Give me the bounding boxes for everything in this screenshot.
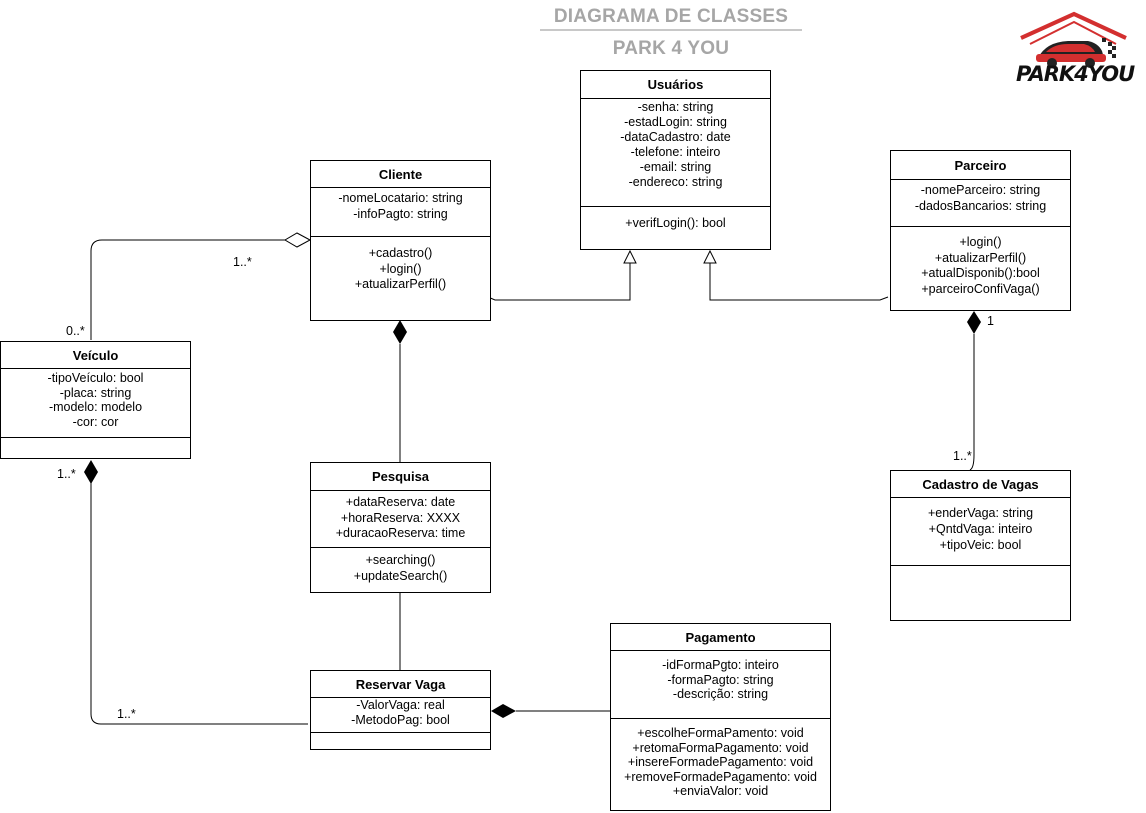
parceiro-cadastro-composition bbox=[969, 334, 975, 471]
attribute: -descrição: string bbox=[672, 687, 769, 701]
attribute: -infoPagto: string bbox=[353, 207, 448, 221]
class-pagamento-operations: +escolheFormaPamento: void +retomaFormaP… bbox=[611, 718, 830, 799]
operation: +removeFormadePagamento: void bbox=[624, 769, 817, 784]
class-pesquisa[interactable]: Pesquisa +dataReserva: date +horaReserva… bbox=[310, 462, 491, 593]
multiplicity-label: 1 bbox=[987, 314, 994, 328]
attribute: -placa: string bbox=[59, 385, 132, 400]
attribute: +enderVaga: string bbox=[927, 506, 1034, 520]
class-parceiro-operations: +login() +atualizarPerfil() +atualDispon… bbox=[891, 226, 1070, 297]
class-veiculo[interactable]: Veículo -tipoVeículo: bool -placa: strin… bbox=[0, 341, 191, 459]
attribute: -idFormaPgto: inteiro bbox=[662, 658, 779, 672]
class-cadastro-de-vagas[interactable]: Cadastro de Vagas +enderVaga: string +Qn… bbox=[890, 470, 1071, 621]
class-pesquisa-name: Pesquisa bbox=[311, 463, 490, 491]
multiplicity-label: 1..* bbox=[233, 255, 252, 269]
attribute: -nomeLocatario: string bbox=[338, 191, 463, 205]
class-veiculo-operations bbox=[1, 437, 190, 438]
operation: +login() bbox=[959, 235, 1002, 249]
generalization-arrowhead-parceiro bbox=[703, 249, 717, 264]
multiplicity-label: 1..* bbox=[57, 467, 76, 481]
class-reservar-vaga-operations bbox=[311, 732, 490, 733]
attribute: -modelo: modelo bbox=[48, 400, 143, 414]
attribute: -dadosBancarios: string bbox=[914, 199, 1047, 213]
operation: +insereFormadePagamento: void bbox=[627, 755, 814, 769]
operation: +updateSearch() bbox=[353, 568, 448, 583]
multiplicity-label: 1..* bbox=[953, 449, 972, 463]
class-reservar-vaga-attributes: -ValorVaga: real -MetodoPag: bool bbox=[311, 698, 490, 732]
attribute: -cor: cor bbox=[72, 414, 119, 429]
house-car-logo bbox=[1020, 11, 1127, 68]
diagram-title: DIAGRAMA DE CLASSES bbox=[553, 6, 789, 27]
attribute: +duracaoReserva: time bbox=[335, 526, 466, 540]
class-cadastro-de-vagas-name: Cadastro de Vagas bbox=[891, 471, 1070, 498]
class-cadastro-de-vagas-operations bbox=[891, 565, 1070, 566]
operation: +login() bbox=[379, 261, 422, 276]
composition-diamond-veiculo bbox=[84, 460, 98, 484]
aggregation-diamond bbox=[284, 232, 312, 248]
attribute: -endereco: string bbox=[628, 175, 723, 189]
composition-diamond-cliente bbox=[393, 320, 407, 344]
class-cliente-name: Cliente bbox=[311, 161, 490, 188]
operation: +retomaFormaPagamento: void bbox=[632, 740, 809, 755]
operation: +parceiroConfiVaga() bbox=[921, 281, 1040, 296]
class-pagamento[interactable]: Pagamento -idFormaPgto: inteiro -formaPa… bbox=[610, 623, 831, 811]
class-cliente-operations: +cadastro() +login() +atualizarPerfil() bbox=[311, 236, 490, 293]
class-cadastro-de-vagas-attributes: +enderVaga: string +QntdVaga: inteiro +t… bbox=[891, 498, 1070, 565]
attribute: -senha: string bbox=[637, 100, 714, 114]
attribute: -dataCadastro: date bbox=[620, 130, 731, 144]
class-usuarios-name: Usuários bbox=[581, 71, 770, 99]
multiplicity-label: 0..* bbox=[66, 324, 85, 338]
class-usuarios-attributes: -senha: string -estadLogin: string -data… bbox=[581, 99, 770, 206]
operation: +atualDisponib():bool bbox=[921, 266, 1040, 280]
operation: +cadastro() bbox=[368, 246, 433, 260]
generalization-arrowhead-cliente bbox=[623, 249, 637, 264]
cliente-veiculo-aggregation bbox=[90, 239, 285, 340]
attribute: -tipoVeículo: bool bbox=[47, 371, 144, 385]
attribute: -telefone: inteiro bbox=[630, 145, 721, 159]
attribute: -ValorVaga: real bbox=[356, 698, 445, 712]
attribute: +dataReserva: date bbox=[345, 495, 456, 509]
operation: +verifLogin(): bool bbox=[625, 216, 726, 230]
class-reservar-vaga-name: Reservar Vaga bbox=[311, 671, 490, 698]
class-veiculo-name: Veículo bbox=[1, 342, 190, 369]
attribute: -MetodoPag: bool bbox=[351, 712, 450, 727]
parceiro-usuarios-generalization bbox=[709, 251, 889, 301]
attribute: -formaPagto: string bbox=[667, 672, 774, 687]
title-divider bbox=[540, 29, 802, 31]
class-pesquisa-attributes: +dataReserva: date +horaReserva: XXXX +d… bbox=[311, 491, 490, 547]
veiculo-reserva-composition bbox=[90, 483, 308, 725]
logo-wordmark: PARK4YOU bbox=[1016, 62, 1135, 86]
multiplicity-label: 1..* bbox=[117, 707, 136, 721]
class-parceiro-attributes: -nomeParceiro: string -dadosBancarios: s… bbox=[891, 180, 1070, 226]
class-reservar-vaga[interactable]: Reservar Vaga -ValorVaga: real -MetodoPa… bbox=[310, 670, 491, 750]
class-veiculo-attributes: -tipoVeículo: bool -placa: string -model… bbox=[1, 369, 190, 437]
attribute: +QntdVaga: inteiro bbox=[928, 522, 1033, 536]
class-parceiro-name: Parceiro bbox=[891, 151, 1070, 180]
operation: +atualizarPerfil() bbox=[934, 250, 1027, 265]
class-usuarios-operations: +verifLogin(): bool bbox=[581, 206, 770, 231]
class-parceiro[interactable]: Parceiro -nomeParceiro: string -dadosBan… bbox=[890, 150, 1071, 311]
attribute: -estadLogin: string bbox=[624, 115, 727, 129]
composition-diamond-parceiro bbox=[967, 311, 981, 334]
class-pesquisa-operations: +searching() +updateSearch() bbox=[311, 547, 490, 584]
class-cliente[interactable]: Cliente -nomeLocatario: string -infoPagt… bbox=[310, 160, 491, 321]
class-pagamento-attributes: -idFormaPgto: inteiro -formaPagto: strin… bbox=[611, 651, 830, 718]
attribute: -nomeParceiro: string bbox=[920, 183, 1041, 197]
class-cliente-attributes: -nomeLocatario: string -infoPagto: strin… bbox=[311, 188, 490, 236]
operation: +searching() bbox=[365, 553, 436, 567]
operation: +atualizarPerfil() bbox=[354, 277, 447, 291]
operation: +escolheFormaPamento: void bbox=[637, 726, 804, 740]
composition-diamond-reserva bbox=[491, 704, 516, 718]
cliente-usuarios-generalization bbox=[487, 251, 631, 301]
class-usuarios[interactable]: Usuários -senha: string -estadLogin: str… bbox=[580, 70, 771, 250]
diagram-subtitle: PARK 4 YOU bbox=[612, 38, 730, 59]
attribute: +tipoVeic: bool bbox=[939, 538, 1022, 552]
class-pagamento-name: Pagamento bbox=[611, 624, 830, 651]
operation: +enviaValor: void bbox=[672, 784, 769, 798]
attribute: +horaReserva: XXXX bbox=[340, 510, 461, 525]
attribute: -email: string bbox=[639, 160, 712, 174]
